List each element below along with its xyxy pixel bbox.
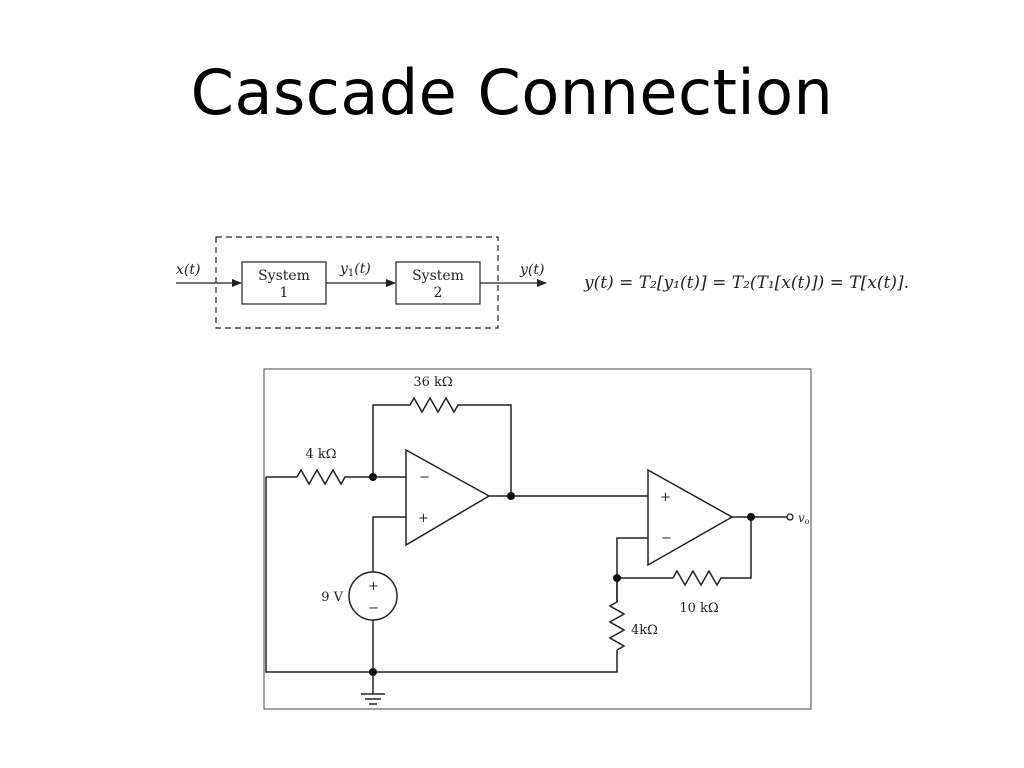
slide-title: Cascade Connection [190,56,834,129]
opamp2-plus-sign: + [660,490,671,505]
output-label: y(t) [519,262,544,278]
source-voltage-label: 9 V [321,590,343,605]
opamp2-minus-sign: − [661,531,672,546]
r-feedback-2-label: 10 kΩ [679,601,718,616]
output-terminal [786,513,794,521]
opamp2-triangle [647,468,734,567]
system1-line2: 1 [280,285,289,301]
r-input-1-label: 4 kΩ [305,447,336,462]
r-feedback-1-label: 36 kΩ [413,375,452,390]
circuit-frame [263,368,812,710]
cascade-equation: y(t) = T₂[y₁(t)] = T₂(T₁[x(t)]) = T[x(t)… [583,273,909,293]
circuit-wiring [265,396,788,705]
intermediate-label: y1(t) [339,261,371,279]
system1-box [241,261,327,305]
output-voltage-label: vo [798,511,810,526]
source-plus-sign: + [368,579,379,594]
r-ground-2-label: 4kΩ [631,623,658,638]
opamp1-triangle [405,448,491,547]
system2-box [395,261,481,305]
system2-line2: 2 [434,285,443,301]
input-label: x(t) [176,262,200,278]
block-diagram [176,236,547,329]
system1-line1: System [258,268,310,284]
voltage-source [348,571,398,621]
source-minus-sign: − [368,601,379,616]
opamp1-plus-sign: + [418,511,429,526]
system2-line1: System [412,268,464,284]
junction-dots [369,473,755,676]
opamp1-minus-sign: − [419,470,430,485]
